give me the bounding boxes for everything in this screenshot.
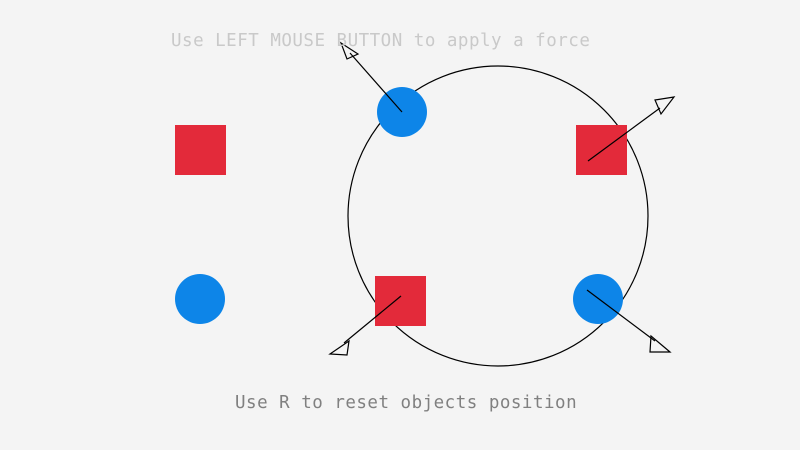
hint-reset-objects: Use R to reset objects position <box>235 393 578 413</box>
force-arrow-top-circle <box>339 41 403 113</box>
force-arrow-head <box>649 334 672 353</box>
hint-apply-force: Use LEFT MOUSE BUTTON to apply a force <box>171 31 591 51</box>
boundary-circle <box>347 65 649 367</box>
force-arrow-shaft <box>343 295 402 344</box>
force-arrow-head <box>654 96 676 116</box>
force-arrow-bottom-right-circle <box>586 289 672 353</box>
force-arrow-top-right-square <box>587 96 676 162</box>
force-arrow-head <box>339 41 360 60</box>
force-arrow-shaft <box>349 52 403 113</box>
body-square-red-top-right[interactable] <box>576 125 627 175</box>
force-arrow-shaft <box>587 107 661 162</box>
force-arrow-head <box>328 339 350 356</box>
body-circle-blue-left[interactable] <box>175 274 225 324</box>
force-arrow-shaft <box>586 289 656 342</box>
force-arrow-bottom-square <box>328 295 402 356</box>
body-square-red-bottom[interactable] <box>375 276 426 326</box>
body-square-red-left[interactable] <box>175 125 226 175</box>
